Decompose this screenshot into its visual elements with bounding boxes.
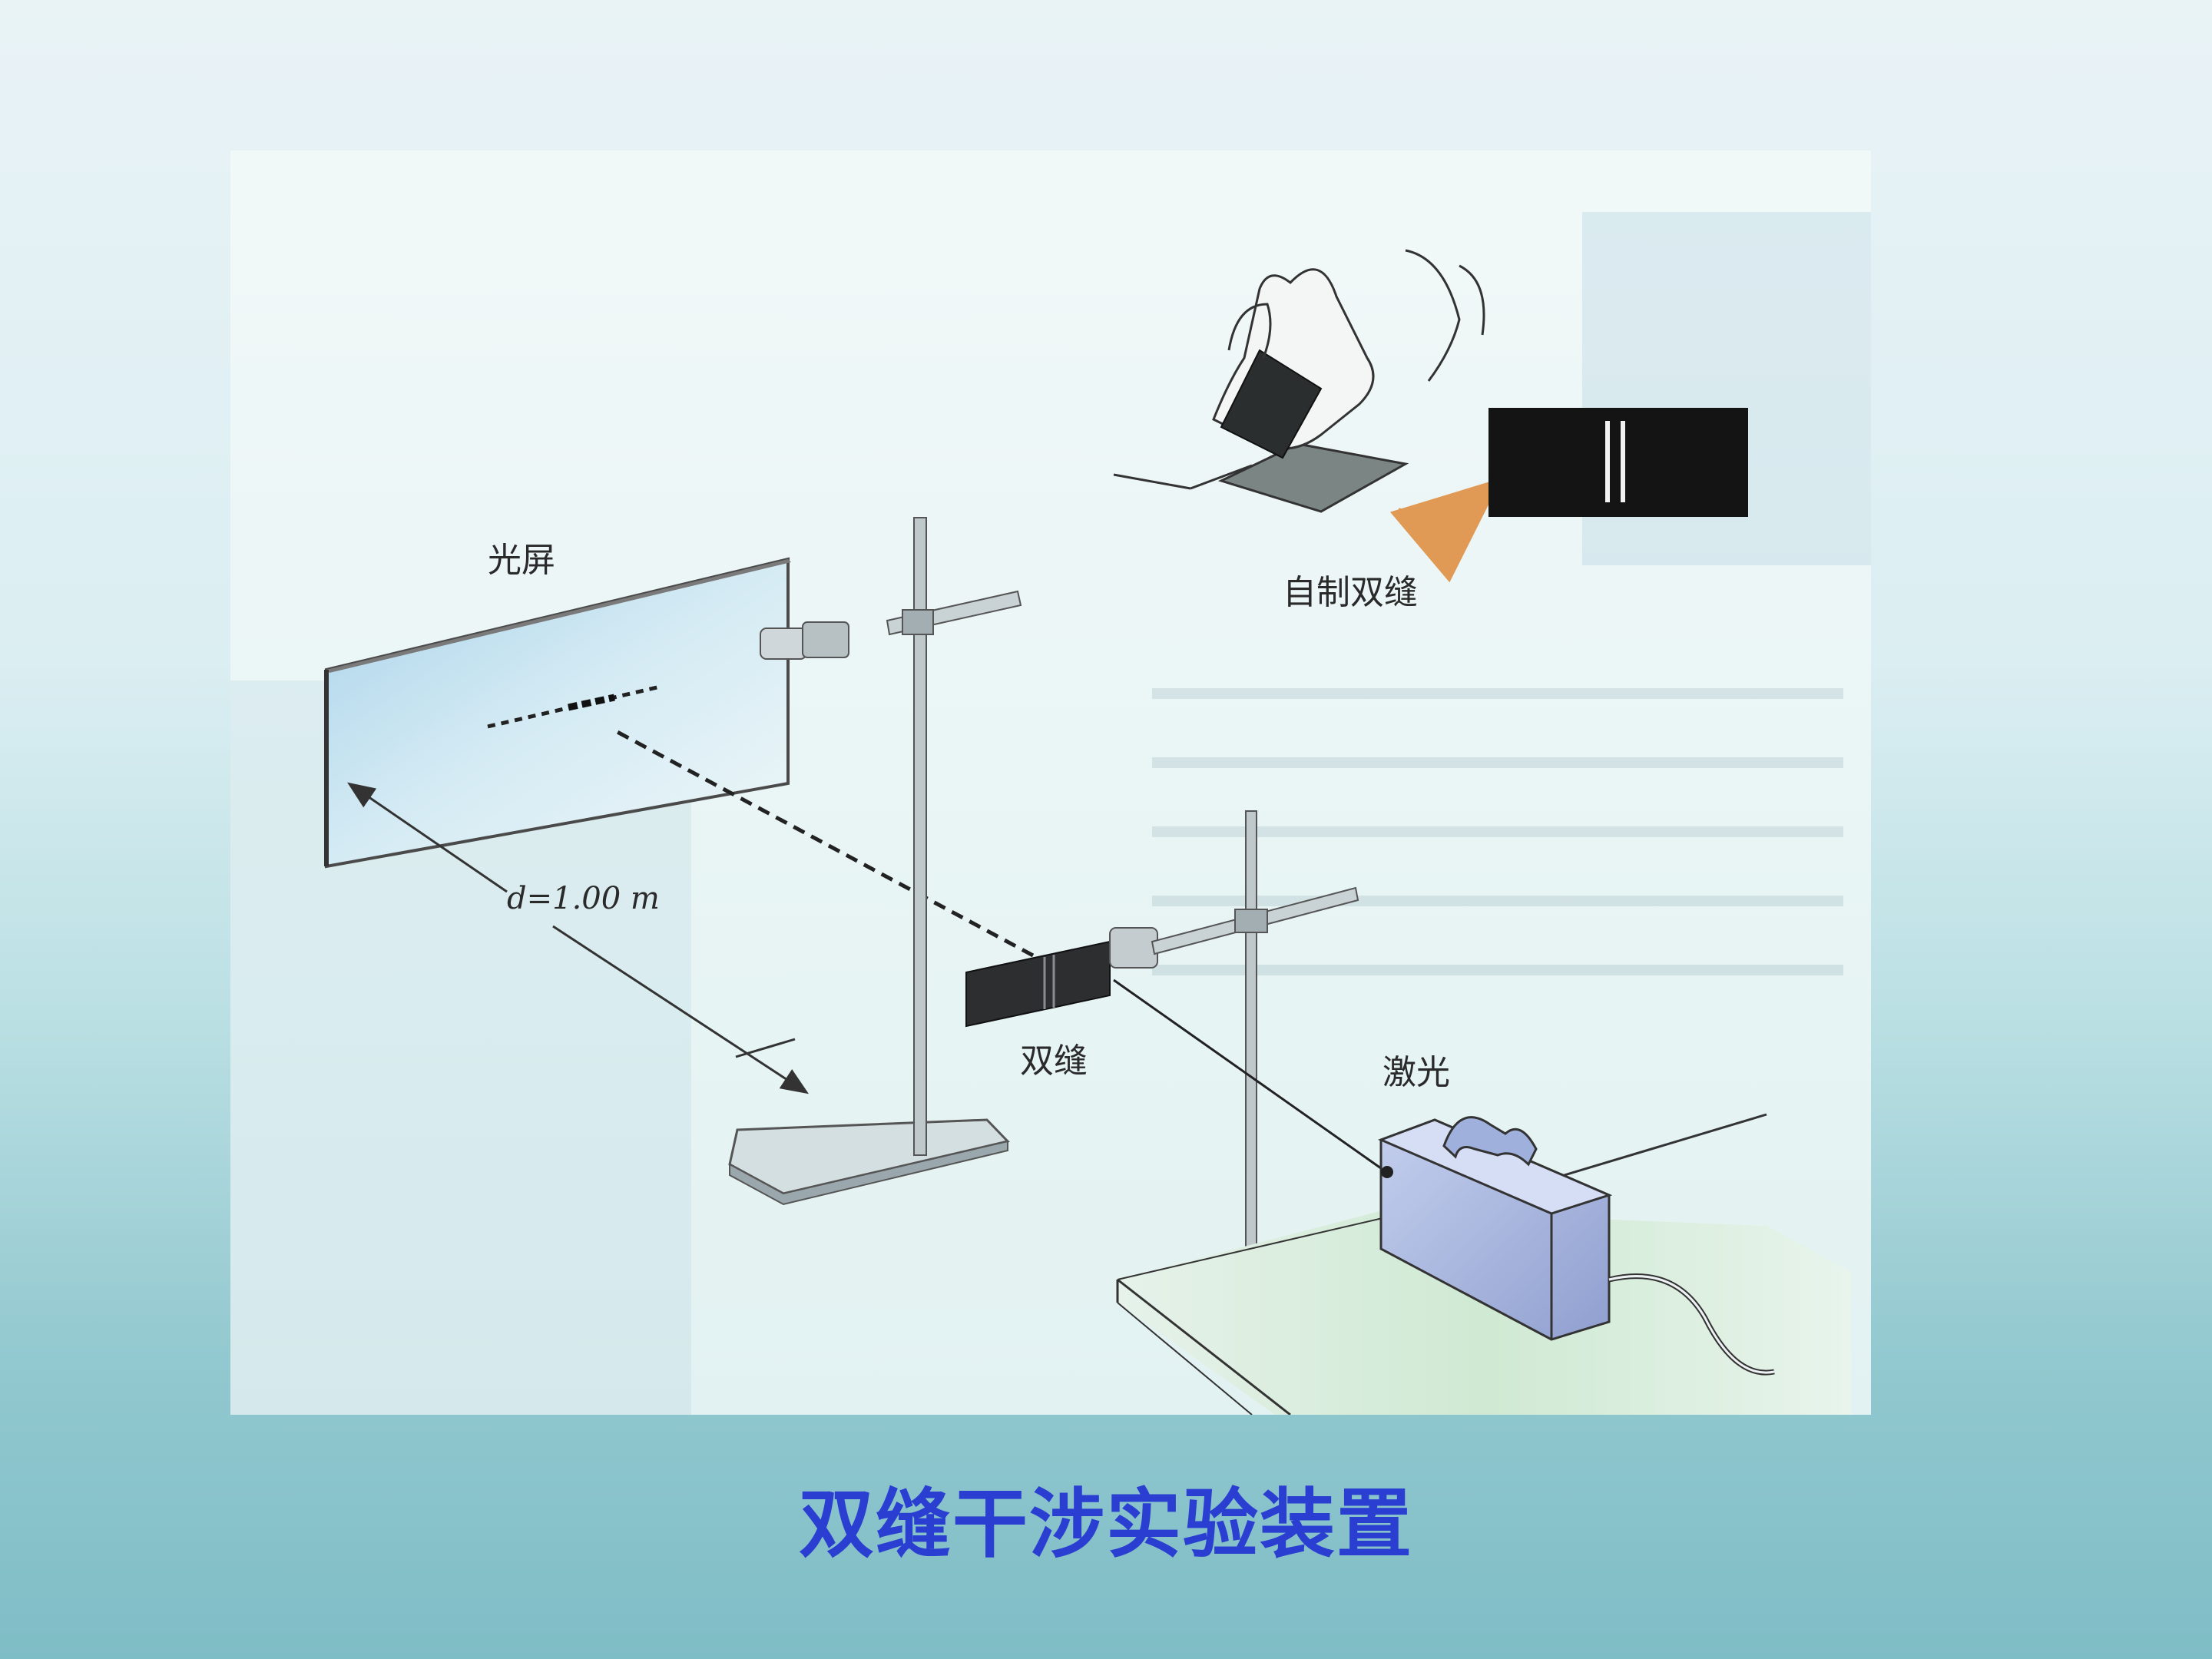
- table: [1116, 1113, 1851, 1415]
- self-made-slit-label: 自制双缝: [1283, 573, 1418, 612]
- screen-label: 光屏: [488, 541, 555, 580]
- self-made-slit-inset: [1113, 249, 1748, 583]
- apparatus-diagram: 光屏 d=1.00 m 双缝: [230, 212, 1871, 1415]
- laser-beam: [1113, 979, 1387, 1174]
- laser-device: [1377, 1116, 1775, 1376]
- apparatus-figure: 光屏 d=1.00 m 双缝: [230, 151, 1871, 1415]
- figure-caption: 双缝干涉实验装置: [798, 1481, 1413, 1568]
- laser-label: 激光: [1382, 1053, 1450, 1092]
- light-screen: [324, 557, 791, 869]
- double-slit-label: 双缝: [1020, 1041, 1088, 1081]
- distance-label: d=1.00 m: [507, 881, 660, 916]
- distance-indicator: [347, 782, 810, 1094]
- right-stand: [1151, 810, 1359, 1250]
- left-stand: [728, 517, 1022, 1206]
- double-slit-plate: [965, 927, 1158, 1028]
